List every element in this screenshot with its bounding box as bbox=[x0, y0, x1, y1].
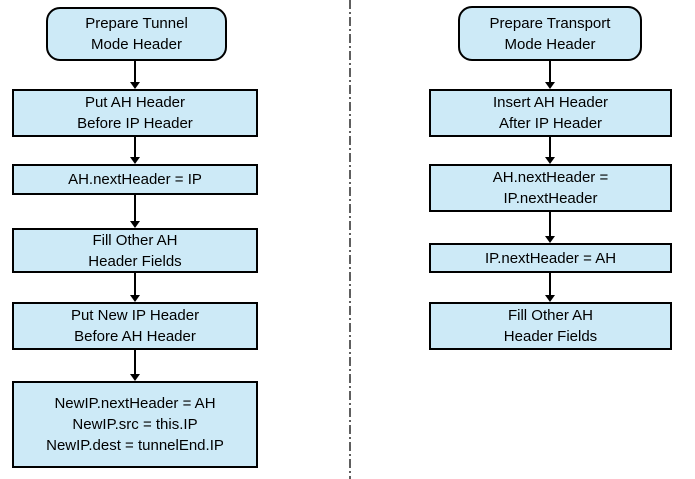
arrow-head-icon bbox=[130, 374, 140, 381]
column-divider bbox=[349, 0, 351, 479]
arrow-head-icon bbox=[545, 236, 555, 243]
tunnel-step-fill-other-fields: Fill Other AH Header Fields bbox=[12, 228, 258, 273]
flow-arrow bbox=[545, 61, 555, 89]
flow-arrow bbox=[130, 273, 140, 302]
arrow-shaft bbox=[549, 137, 551, 157]
arrow-shaft bbox=[134, 195, 136, 221]
arrow-shaft bbox=[134, 350, 136, 374]
transport-step-fill-other-fields: Fill Other AH Header Fields bbox=[429, 302, 672, 350]
flow-arrow bbox=[545, 137, 555, 164]
arrow-head-icon bbox=[130, 82, 140, 89]
flow-arrow bbox=[130, 195, 140, 228]
arrow-head-icon bbox=[545, 295, 555, 302]
flow-arrow bbox=[545, 212, 555, 243]
arrow-head-icon bbox=[545, 82, 555, 89]
transport-step-ah-nextheader: AH.nextHeader = IP.nextHeader bbox=[429, 164, 672, 212]
transport-start-node: Prepare Transport Mode Header bbox=[458, 6, 642, 61]
arrow-shaft bbox=[549, 212, 551, 236]
transport-step-insert-ah-header: Insert AH Header After IP Header bbox=[429, 89, 672, 137]
tunnel-step-put-new-ip-header: Put New IP Header Before AH Header bbox=[12, 302, 258, 350]
flow-arrow bbox=[130, 137, 140, 164]
flow-arrow bbox=[130, 350, 140, 381]
arrow-shaft bbox=[134, 273, 136, 295]
tunnel-step-ah-nextheader: AH.nextHeader = IP bbox=[12, 164, 258, 195]
tunnel-step-put-ah-header: Put AH Header Before IP Header bbox=[12, 89, 258, 137]
arrow-head-icon bbox=[130, 157, 140, 164]
tunnel-start-node: Prepare Tunnel Mode Header bbox=[46, 7, 227, 61]
arrow-head-icon bbox=[130, 221, 140, 228]
arrow-head-icon bbox=[545, 157, 555, 164]
transport-step-ip-nextheader: IP.nextHeader = AH bbox=[429, 243, 672, 273]
arrow-shaft bbox=[134, 61, 136, 82]
flow-arrow bbox=[545, 273, 555, 302]
flow-arrow bbox=[130, 61, 140, 89]
arrow-shaft bbox=[134, 137, 136, 157]
tunnel-step-newip-fields: NewIP.nextHeader = AH NewIP.src = this.I… bbox=[12, 381, 258, 468]
arrow-shaft bbox=[549, 61, 551, 82]
arrow-shaft bbox=[549, 273, 551, 295]
arrow-head-icon bbox=[130, 295, 140, 302]
